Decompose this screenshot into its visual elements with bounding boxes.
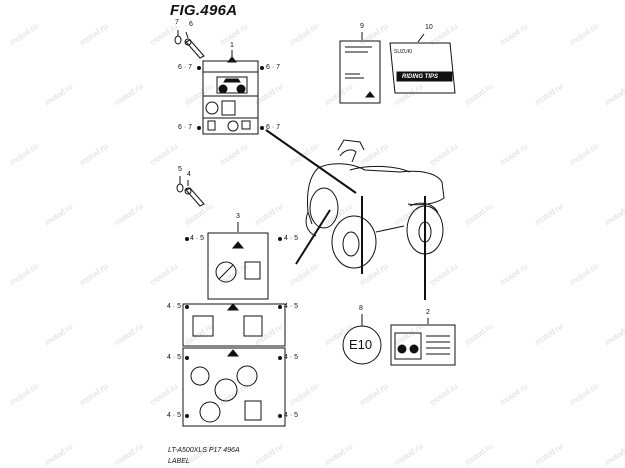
atv-vehicle (305, 139, 445, 269)
part-number-10: 10 (425, 24, 433, 31)
part-number-5: 5 (178, 166, 182, 173)
screw-part-7 (174, 30, 182, 45)
leader-label-3 (295, 209, 331, 265)
booklet-brand: SUZUKI (394, 49, 413, 55)
part-number-1: 1 (230, 42, 234, 49)
label-part-1 (197, 50, 264, 135)
screw-part-6 (184, 31, 205, 59)
part-number-6: 6 (189, 21, 193, 28)
ref-label-4-5: 4 · 5 (284, 412, 299, 419)
region-code: E10 (349, 337, 373, 352)
booklet-title: RIDING TIPS (402, 74, 439, 80)
figure-title: FIG.496A (170, 2, 238, 19)
ref-label-4-5: 4 · 5 (284, 354, 299, 361)
booklet-part-10 (389, 33, 456, 94)
part-number-7: 7 (175, 19, 179, 26)
label-part-3 (182, 222, 286, 427)
part-number-9: 9 (360, 23, 364, 30)
ref-label-6-7: 6 · 7 (178, 64, 193, 71)
group-caption: LABEL (168, 458, 190, 465)
model-caption: LT-A500XLS P17 496A (168, 447, 240, 454)
screw-part-5 (176, 176, 184, 193)
ref-label-4-5: 4 · 5 (167, 412, 182, 419)
part-number-3: 3 (236, 213, 240, 220)
label-part-2 (390, 318, 456, 366)
part-number-4: 4 (187, 171, 191, 178)
booklet-part-9 (339, 32, 381, 104)
ref-label-6-7: 6 · 7 (266, 124, 281, 131)
ref-label-4-5: 4 · 5 (284, 235, 299, 242)
ref-label-4-5: 4 · 5 (284, 303, 299, 310)
ref-label-4-5: 4 · 5 (190, 235, 205, 242)
part-number-8: 8 (359, 305, 363, 312)
screw-part-4 (184, 180, 205, 207)
ref-label-6-7: 6 · 7 (266, 64, 281, 71)
ref-label-4-5: 4 · 5 (167, 303, 182, 310)
ref-label-6-7: 6 · 7 (178, 124, 193, 131)
ref-label-4-5: 4 · 5 (167, 354, 182, 361)
part-number-2: 2 (426, 309, 430, 316)
